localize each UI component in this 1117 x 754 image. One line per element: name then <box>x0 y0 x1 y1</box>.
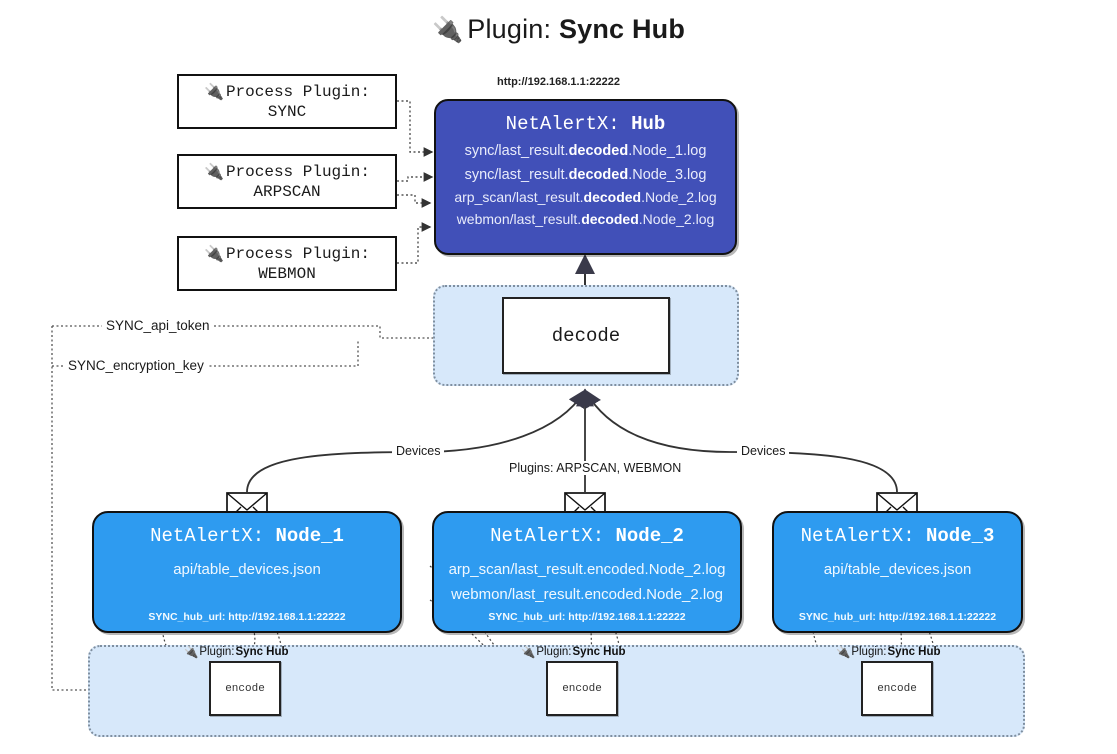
process-plugin-box-sync[interactable]: 🔌Process Plugin: SYNC <box>177 74 397 129</box>
node-resource-line: webmon/last_result.encoded.Node_2.log <box>451 586 723 603</box>
decode-box[interactable]: decode <box>502 297 670 374</box>
edge-label-devices-right: Devices <box>737 444 790 458</box>
plug-icon: 🔌 <box>836 647 851 659</box>
process-plugin-box-webmon[interactable]: 🔌Process Plugin: WEBMON <box>177 236 397 291</box>
encode-box-node-1[interactable]: encode <box>209 661 281 716</box>
hub-log-line: webmon/last_result.decoded.Node_2.log <box>456 211 715 227</box>
encode-box-node-3[interactable]: encode <box>861 661 933 716</box>
plug-icon: 🔌 <box>204 246 224 264</box>
node-hub-url-label: SYNC_hub_url: http://192.168.1.1:22222 <box>488 611 686 623</box>
edge-label-plugins: Plugins: ARPSCAN, WEBMON <box>505 461 686 475</box>
edge-label-devices-left: Devices <box>392 444 445 458</box>
setting-label-encryption-key: SYNC_encryption_key <box>64 358 208 373</box>
process-plugin-heading: 🔌Process Plugin: <box>204 83 370 102</box>
encode-plugin-label: 🔌Plugin: Sync Hub <box>184 646 289 659</box>
node-resource-line: arp_scan/last_result.encoded.Node_2.log <box>448 561 726 578</box>
node-box-node-3[interactable]: NetAlertX: Node_3 api/table_devices.json… <box>772 511 1023 633</box>
page-title-prefix: Plugin: <box>467 14 559 44</box>
node-resource-line: api/table_devices.json <box>823 561 972 578</box>
hub-log-line: sync/last_result.decoded.Node_3.log <box>464 167 707 183</box>
node-box-node-1[interactable]: NetAlertX: Node_1 api/table_devices.json… <box>92 511 402 633</box>
setting-label-api-token: SYNC_api_token <box>102 318 214 333</box>
encode-plugin-label: 🔌Plugin: Sync Hub <box>836 646 941 659</box>
hub-log-line: arp_scan/last_result.decoded.Node_2.log <box>454 189 717 205</box>
process-plugin-heading: 🔌Process Plugin: <box>204 163 370 182</box>
plug-icon: 🔌 <box>184 647 199 659</box>
hub-node-box[interactable]: NetAlertX: Hub sync/last_result.decoded.… <box>434 99 737 255</box>
process-plugin-box-arpscan[interactable]: 🔌Process Plugin: ARPSCAN <box>177 154 397 209</box>
plug-icon: 🔌 <box>204 164 224 182</box>
hub-title: NetAlertX: Hub <box>505 113 666 135</box>
encode-box-node-2[interactable]: encode <box>546 661 618 716</box>
plug-icon: 🔌 <box>204 84 224 102</box>
process-plugin-name: SYNC <box>267 103 307 121</box>
plug-icon: 🔌 <box>521 647 536 659</box>
hub-log-line: sync/last_result.decoded.Node_1.log <box>464 143 707 159</box>
node-title: NetAlertX: Node_3 <box>800 525 995 547</box>
plug-icon: 🔌 <box>431 16 464 44</box>
process-plugin-heading: 🔌Process Plugin: <box>204 245 370 264</box>
node-hub-url-label: SYNC_hub_url: http://192.168.1.1:22222 <box>148 611 346 623</box>
encode-plugin-label: 🔌Plugin: Sync Hub <box>521 646 626 659</box>
page-title-name: Sync Hub <box>558 14 686 44</box>
node-resource-line: api/table_devices.json <box>173 561 321 578</box>
hub-url-label: http://192.168.1.1:22222 <box>497 76 620 88</box>
node-title: NetAlertX: Node_1 <box>150 525 344 547</box>
process-plugin-name: WEBMON <box>258 265 316 283</box>
page-title: 🔌Plugin: Sync Hub <box>0 14 1117 45</box>
node-hub-url-label: SYNC_hub_url: http://192.168.1.1:22222 <box>798 611 997 623</box>
process-plugin-name: ARPSCAN <box>253 183 321 201</box>
node-box-node-2[interactable]: NetAlertX: Node_2 arp_scan/last_result.e… <box>432 511 742 633</box>
node-title: NetAlertX: Node_2 <box>490 525 684 547</box>
